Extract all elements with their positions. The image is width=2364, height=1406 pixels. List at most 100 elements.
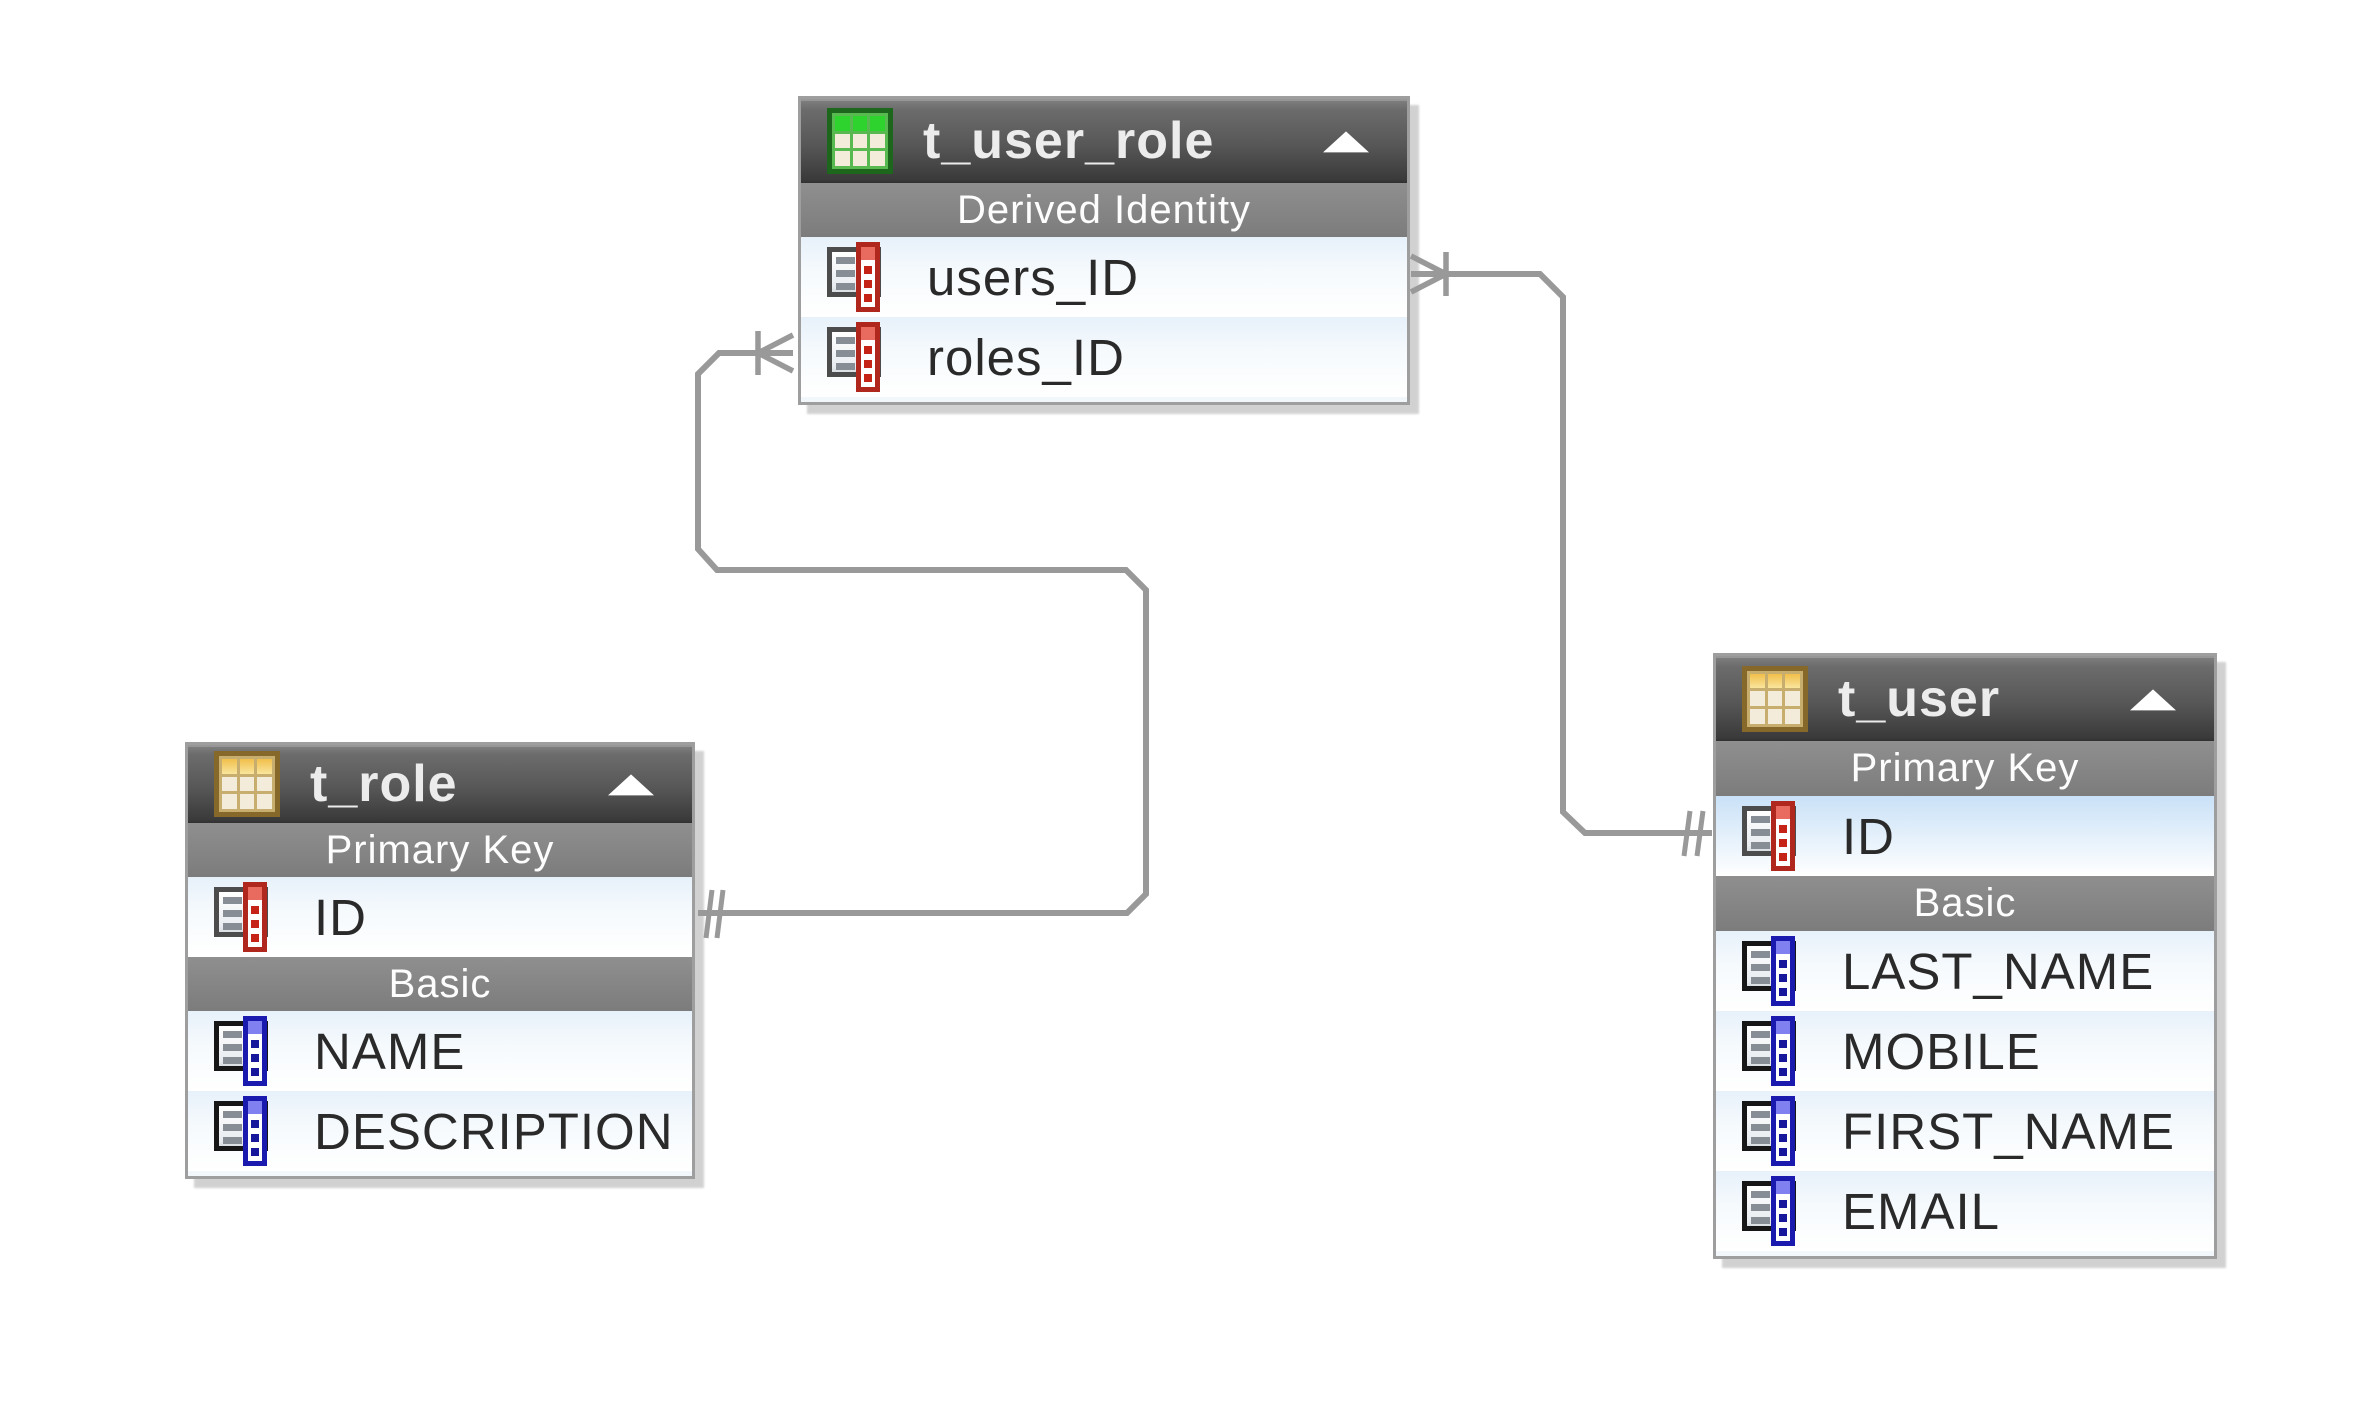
- mini-table-rows: [1751, 951, 1770, 988]
- column-cell-dot: [1779, 960, 1787, 968]
- mini-table-rows: [223, 1111, 242, 1148]
- column-blue-icon: [1742, 1016, 1806, 1086]
- column-cell-dot: [864, 294, 872, 302]
- column-row[interactable]: MOBILE: [1716, 1011, 2214, 1091]
- column-cell-dot: [864, 374, 872, 382]
- mini-table-rows: [836, 257, 855, 294]
- grid-cell: [1750, 691, 1765, 706]
- column-key-red-icon: [827, 322, 891, 392]
- column-header-cell: [1776, 1101, 1790, 1114]
- collapse-icon[interactable]: [608, 774, 654, 796]
- column-cell-dot: [251, 906, 259, 914]
- section-header: Primary Key: [1716, 741, 2214, 796]
- grid-cell: [870, 116, 885, 131]
- column-cell-dot: [251, 1120, 259, 1128]
- column-header-cell: [861, 247, 875, 260]
- highlighted-column: [856, 322, 880, 392]
- column-cell-dot: [1779, 974, 1787, 982]
- highlighted-column: [1771, 1096, 1795, 1166]
- column-cell-dot: [864, 266, 872, 274]
- collapse-icon[interactable]: [2130, 688, 2176, 710]
- column-header-cell: [1776, 1021, 1790, 1034]
- mini-table-rows: [1751, 1111, 1770, 1148]
- column-cell-dot: [1779, 825, 1787, 833]
- mini-table-rows: [1751, 816, 1770, 853]
- section-header: Derived Identity: [801, 183, 1407, 237]
- column-header-cell: [1776, 806, 1790, 819]
- column-blue-icon: [214, 1016, 278, 1086]
- highlighted-column: [1771, 1016, 1795, 1086]
- relationship-line[interactable]: [695, 350, 1149, 916]
- column-row[interactable]: DESCRIPTION: [188, 1091, 692, 1171]
- column-cell-dot: [251, 1134, 259, 1142]
- table-titlebar[interactable]: t_user: [1716, 656, 2214, 741]
- mini-table-rows: [1751, 1031, 1770, 1068]
- grid-cell: [852, 116, 868, 131]
- crow-foot-many-icon: [1409, 252, 1449, 296]
- column-name: FIRST_NAME: [1842, 1102, 2176, 1160]
- column-cell-dot: [251, 1040, 259, 1048]
- grid-cell: [870, 151, 885, 166]
- grid-cell: [239, 759, 255, 774]
- grid-cell: [239, 776, 255, 792]
- grid-cell: [1785, 673, 1800, 689]
- column-cell-dot: [1779, 1228, 1787, 1236]
- grid-cell: [222, 794, 237, 809]
- column-cell-dot: [251, 934, 259, 942]
- column-name: NAME: [314, 1022, 466, 1080]
- relationship-line[interactable]: [1411, 271, 1712, 836]
- column-blue-icon: [1742, 1096, 1806, 1166]
- column-row[interactable]: EMAIL: [1716, 1171, 2214, 1251]
- table-grid-yellow-icon: [1742, 665, 1808, 732]
- column-key-red-icon: [1742, 801, 1806, 871]
- column-cell-dot: [864, 280, 872, 288]
- cardinality-one-ticks-icon: [703, 889, 726, 939]
- column-row[interactable]: ID: [188, 877, 692, 957]
- crow-foot-many-icon: [755, 331, 795, 375]
- section-header: Primary Key: [188, 823, 692, 877]
- column-row[interactable]: NAME: [188, 1011, 692, 1091]
- mini-table-rows: [1751, 1191, 1770, 1228]
- grid-cell: [852, 151, 868, 166]
- table-title: t_user: [1838, 669, 2001, 728]
- column-cell-dot: [1779, 1054, 1787, 1062]
- table-title: t_user_role: [923, 112, 1215, 170]
- section-label: Primary Key: [1850, 746, 2080, 790]
- column-row[interactable]: roles_ID: [801, 317, 1407, 397]
- grid-cell: [835, 116, 850, 131]
- column-cell-dot: [251, 1054, 259, 1062]
- highlighted-column: [243, 1016, 267, 1086]
- column-row[interactable]: users_ID: [801, 237, 1407, 317]
- column-name: EMAIL: [1842, 1182, 2001, 1240]
- column-header-cell: [861, 327, 875, 340]
- grid-cell: [835, 133, 850, 149]
- mini-table-rows: [223, 897, 242, 934]
- column-name: LAST_NAME: [1842, 942, 2155, 1000]
- column-cell-dot: [864, 360, 872, 368]
- highlighted-column: [243, 1096, 267, 1166]
- collapse-icon[interactable]: [1323, 131, 1369, 153]
- column-cell-dot: [1779, 1040, 1787, 1048]
- table-titlebar[interactable]: t_user_role: [801, 99, 1407, 183]
- column-cell-dot: [1779, 1134, 1787, 1142]
- column-cell-dot: [1779, 853, 1787, 861]
- highlighted-column: [1771, 1176, 1795, 1246]
- column-blue-icon: [214, 1096, 278, 1166]
- grid-cell: [1767, 708, 1783, 724]
- grid-cell: [222, 759, 237, 774]
- relationship-t_user_role-t_user: [1409, 252, 1712, 857]
- relationship-t_user_role-t_role: [695, 331, 1149, 939]
- column-cell-dot: [1779, 1148, 1787, 1156]
- table-titlebar[interactable]: t_role: [188, 745, 692, 823]
- column-row[interactable]: ID: [1716, 796, 2214, 876]
- column-row[interactable]: LAST_NAME: [1716, 931, 2214, 1011]
- column-name: ID: [314, 888, 367, 946]
- column-cell-dot: [864, 346, 872, 354]
- highlighted-column: [243, 882, 267, 952]
- table-grid-yellow-icon: [214, 751, 280, 817]
- column-row[interactable]: FIRST_NAME: [1716, 1091, 2214, 1171]
